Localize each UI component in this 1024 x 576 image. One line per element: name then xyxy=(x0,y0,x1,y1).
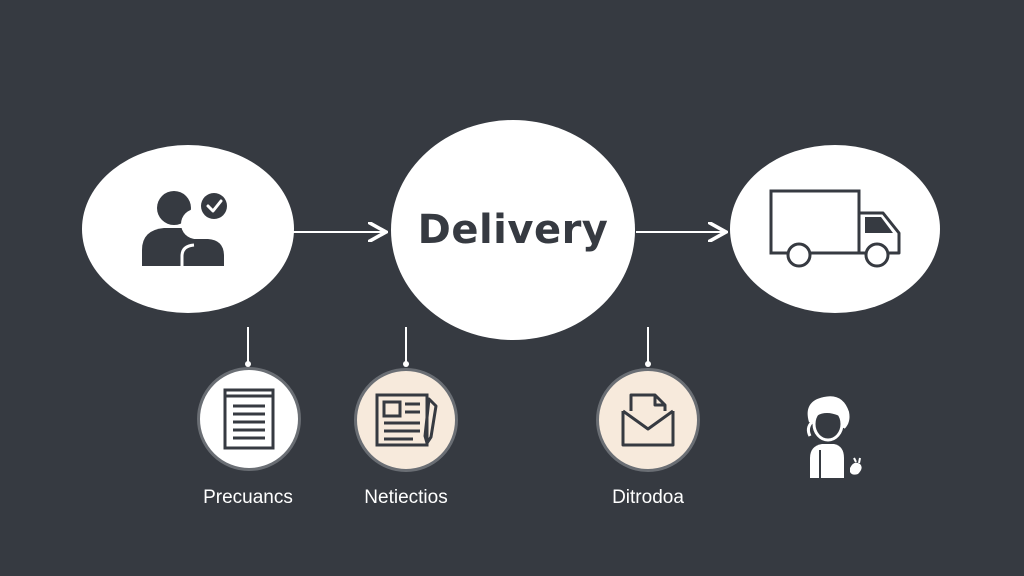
person-waving-icon xyxy=(806,396,862,478)
caption-1: Precuancs xyxy=(203,487,293,508)
users-check-icon xyxy=(142,191,227,266)
document-node xyxy=(197,367,301,471)
mail-node xyxy=(596,368,700,472)
caption-2: Netiectios xyxy=(364,487,448,508)
newspaper-edit-icon xyxy=(375,393,438,447)
stem-1 xyxy=(245,327,251,367)
document-list-icon xyxy=(223,388,275,450)
truck-icon xyxy=(769,189,901,268)
delivery-node: Delivery xyxy=(391,120,635,340)
mail-envelope-icon xyxy=(621,393,675,447)
stem-2 xyxy=(403,327,409,367)
truck-node xyxy=(730,145,940,313)
newspaper-node xyxy=(354,368,458,472)
caption-3: Ditrodoa xyxy=(612,487,684,508)
delivery-label: Delivery xyxy=(417,207,609,253)
users-node xyxy=(82,145,294,313)
stem-3 xyxy=(645,327,651,367)
